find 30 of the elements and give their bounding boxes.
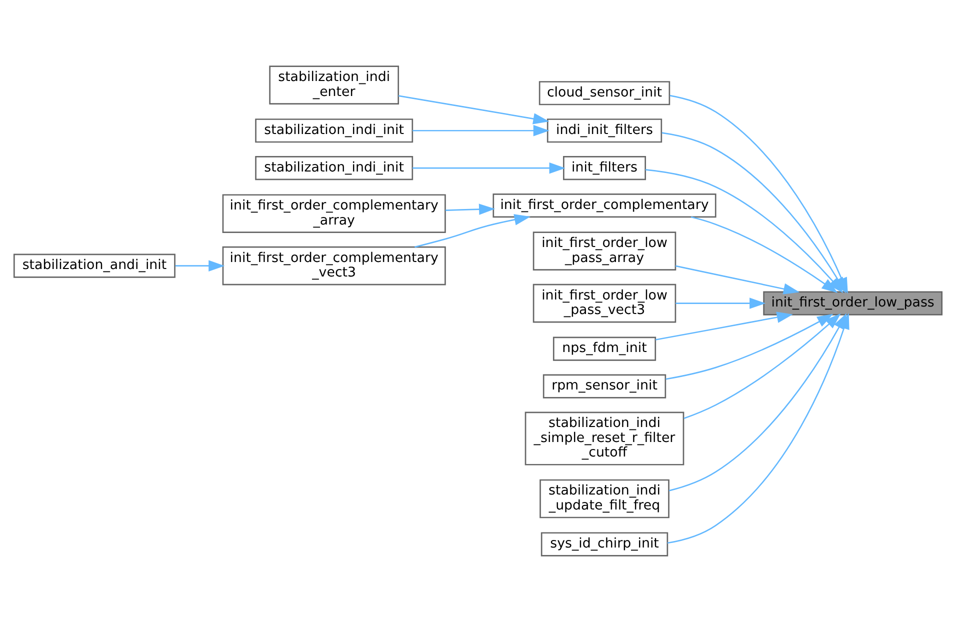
arrow: [412, 162, 566, 174]
node-box: init_filters: [563, 156, 646, 180]
node-box: init_first_order_low _pass_vect3: [532, 283, 676, 322]
arrow: [175, 260, 225, 271]
arrow: [645, 168, 844, 293]
node-box: cloud_sensor_init: [538, 80, 670, 105]
node-box: stabilization_indi_init: [255, 156, 414, 180]
node-box: init_first_order_complementary _vect3: [222, 246, 446, 285]
arrow: [675, 264, 800, 294]
node-box: stabilization_indi _update_filt_freq: [540, 478, 670, 518]
arrow: [666, 313, 834, 380]
node-box: init_first_order_low_pass: [763, 290, 943, 315]
node-box: nps_fdm_init: [552, 336, 656, 360]
node-box: rpm_sensor_init: [542, 374, 666, 398]
node-box: sys_id_chirp_init: [540, 532, 668, 556]
node-box: stabilization_indi _simple_reset_r_filter _cutoff: [524, 411, 684, 465]
node-box: init_first_order_complementary: [492, 193, 716, 218]
arrow: [690, 216, 838, 293]
arrow: [684, 312, 841, 419]
node-box: init_first_order_low _pass_array: [532, 231, 676, 270]
node-box: indi_init_filters: [546, 118, 662, 142]
node-box: stabilization_andi_init: [13, 253, 176, 278]
arrow: [445, 203, 496, 214]
arrow: [676, 297, 766, 308]
arrow: [398, 94, 550, 124]
node-box: stabilization_indi _enter: [269, 65, 400, 104]
node-box: init_first_order_complementary _array: [222, 194, 446, 233]
arrow: [412, 124, 550, 136]
arrow: [655, 311, 793, 340]
node-box: stabilization_indi_init: [255, 118, 414, 142]
